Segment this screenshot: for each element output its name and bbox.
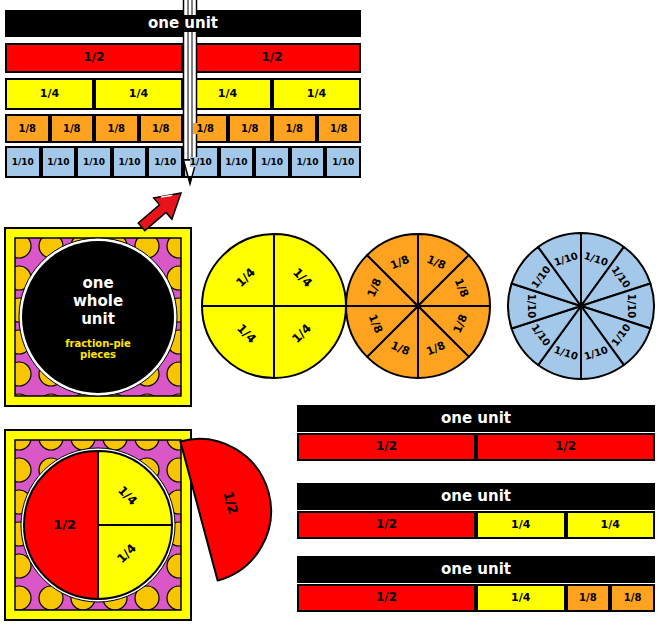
fraction-strip-cell: 1/4 [5,78,94,110]
fraction-label: 1/4 [508,519,533,532]
fraction-strip-cell: 1/8 [610,584,655,612]
fraction-strip-cell: 1/10 [325,146,361,178]
fraction-label: 1/4 [508,592,533,605]
fraction-strip-cell: 1/10 [5,146,41,178]
fraction-strip-cell: 1/8 [50,114,95,143]
fraction-label: 1/4 [37,88,62,101]
pie-wedge: 1/8 [344,232,492,380]
fraction-label: 1/8 [238,123,262,135]
fraction-strip-cell: 1/10 [76,146,112,178]
unit-bar: one unit [5,10,361,37]
fraction-label: 1/2 [258,51,285,65]
fraction-label: 1/10 [47,157,69,167]
fraction-label: 1/8 [621,592,645,604]
fraction-label: 1/2 [373,440,400,454]
fraction-strip-cell: 1/4 [566,511,656,539]
fraction-label: 1/4 [598,519,623,532]
pie-wedge: 1/4 [22,449,174,601]
fraction-strip-cell: 1/8 [272,114,317,143]
fraction-label: 1/8 [15,123,39,135]
fraction-label: 1/10 [297,157,319,167]
fraction-strip-cell: 1/10 [219,146,255,178]
fraction-strip-cell: 1/2 [297,584,476,612]
fraction-strip-cell: 1/2 [183,43,361,73]
unit-label: one unit [145,15,221,32]
unit-bar: one unit [297,556,655,583]
circle-ring [19,238,177,396]
fraction-label: 1/10 [332,157,354,167]
fraction-strip-cell: 1/4 [94,78,183,110]
fraction-label: 1/10 [225,157,247,167]
whole-unit-circle: one whole unit fraction-pie pieces [22,241,174,393]
fraction-strip-cell: 1/2 [5,43,183,73]
fraction-label: 1/8 [60,123,84,135]
fraction-label: 1/10 [526,294,537,319]
fraction-strip-cell: 1/2 [297,511,476,539]
fraction-label: 1/10 [190,157,212,167]
pie-wedge: 1/2 [125,437,273,585]
fraction-strip-cell: 1/2 [476,433,655,461]
wedge-shape [200,232,348,380]
fraction-label: 1/2 [53,518,76,532]
fraction-strip-cell: 1/10 [112,146,148,178]
fraction-strip-cell: 1/4 [476,511,566,539]
fraction-strip-cell: 1/8 [317,114,362,143]
fraction-strip-cell: 1/10 [290,146,326,178]
fraction-label: 1/4 [215,88,240,101]
pie-wedge: 1/4 [200,232,348,380]
fraction-label: 1/8 [327,123,351,135]
fraction-label: 1/4 [304,88,329,101]
fraction-label: 1/8 [193,123,217,135]
fraction-label: 1/2 [80,51,107,65]
fraction-label: 1/2 [552,440,579,454]
wedge-shape [125,437,273,585]
fraction-strip-cell: 1/8 [566,584,611,612]
fraction-strip-cell: 1/4 [476,584,566,612]
frame-square [5,228,191,406]
fraction-strip-cell: 1/8 [228,114,273,143]
fraction-label: 1/10 [261,157,283,167]
fraction-strip-cell: 1/4 [272,78,361,110]
unit-bar: one unit [297,483,655,510]
wedge-shape [22,449,174,601]
fraction-strip-cell: 1/8 [139,114,184,143]
frame-square [5,430,191,620]
fraction-label: 1/10 [119,157,141,167]
fraction-strip-cell: 1/8 [183,114,228,143]
fraction-label: 1/8 [576,592,600,604]
unit-label: one unit [438,410,514,427]
fraction-label: 1/10 [154,157,176,167]
pencil [184,0,197,184]
fraction-label: 1/2 [373,591,400,605]
unit-label: one unit [438,488,514,505]
fraction-label: 1/10 [83,157,105,167]
dotted-ground [15,238,181,396]
fraction-label: 1/8 [282,123,306,135]
fraction-label: 1/4 [126,88,151,101]
fraction-label: 1/8 [104,123,128,135]
fraction-label: 1/10 [625,294,636,319]
circle-title: one whole unit [56,274,140,328]
fraction-strip-cell: 1/2 [297,433,476,461]
fraction-strip-cell: 1/10 [41,146,77,178]
unit-bar: one unit [297,405,655,432]
wedge-shape [344,232,492,380]
fraction-strip-cell: 1/10 [147,146,183,178]
dotted-ground [15,440,181,610]
fraction-strip-cell: 1/8 [94,114,139,143]
unit-label: one unit [438,561,514,578]
fraction-label: 1/8 [149,123,173,135]
fraction-strip-cell: 1/4 [183,78,272,110]
red-arrow [132,182,190,237]
circle-ring [21,448,175,602]
fraction-strip-cell: 1/10 [254,146,290,178]
fraction-strip-cell: 1/10 [183,146,219,178]
fraction-label: 1/10 [12,157,34,167]
fraction-label: 1/2 [373,518,400,532]
circle-note: fraction-pie pieces [60,338,136,361]
fraction-strip-cell: 1/8 [5,114,50,143]
